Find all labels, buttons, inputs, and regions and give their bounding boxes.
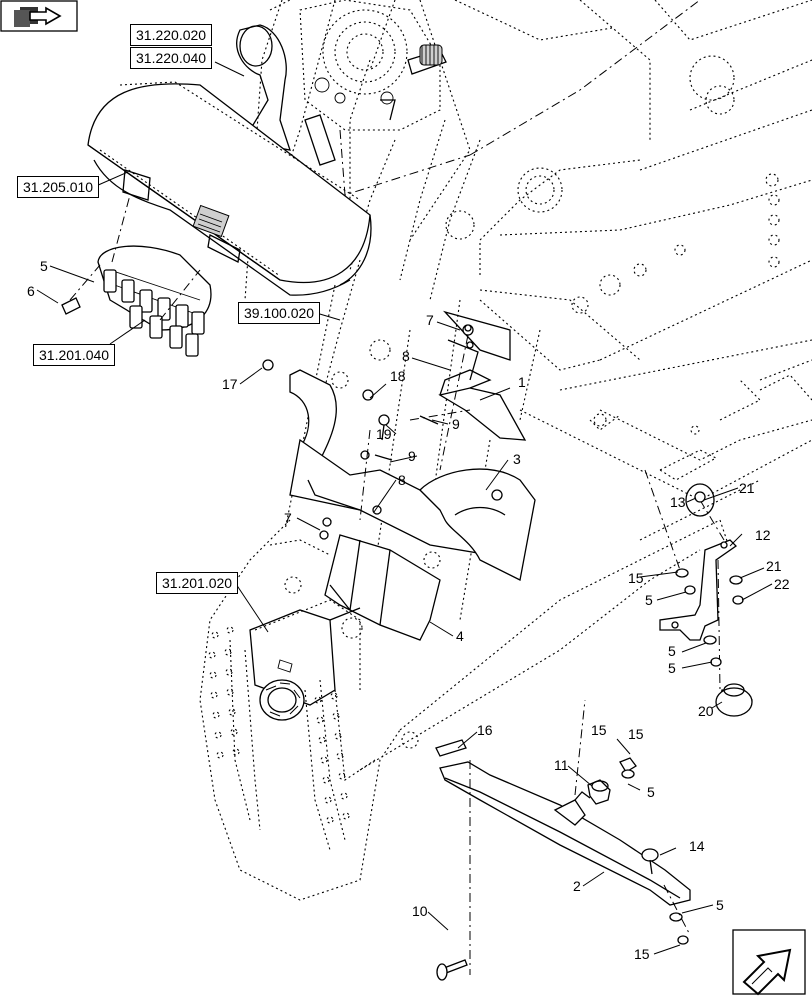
callout-9: 9 <box>408 448 416 464</box>
callout-18: 18 <box>390 368 406 384</box>
deflector-assembly <box>289 369 536 641</box>
callout-3: 3 <box>513 451 521 467</box>
ref-label-31-201-040[interactable]: 31.201.040 <box>33 344 116 366</box>
callout-12: 12 <box>755 527 771 543</box>
frame-hole-rows <box>208 626 350 824</box>
callout-11: 11 <box>554 757 569 773</box>
lower-arm <box>435 699 691 975</box>
callout-2: 2 <box>573 878 581 894</box>
callout-10: 10 <box>412 903 428 919</box>
callout-15: 15 <box>628 570 644 586</box>
callout-14: 14 <box>689 838 705 854</box>
small-fasteners <box>262 324 472 540</box>
callout-15: 5 <box>668 660 676 676</box>
next-page-arrow-icon[interactable] <box>732 929 806 996</box>
callout-13: 13 <box>670 494 686 510</box>
callout-1: 1 <box>518 374 526 390</box>
callout-5: 5 <box>716 897 724 913</box>
hub-bolts <box>103 269 205 357</box>
callout-15: 15 <box>628 726 644 742</box>
callout-4: 4 <box>456 628 464 644</box>
drum-bracket <box>233 24 291 151</box>
lower-frame-box <box>249 607 361 721</box>
ref-label-31-201-020[interactable]: 31.201.020 <box>156 572 239 594</box>
upper-shield-assembly <box>409 310 527 471</box>
callout-21: 21 <box>739 480 755 496</box>
frame-outline <box>199 0 812 901</box>
callout-15: 15 <box>634 946 650 962</box>
callout-15: 15 <box>591 722 607 738</box>
callout-19: 19 <box>376 426 392 442</box>
callout-7: 7 <box>426 312 434 328</box>
callout-8: 8 <box>398 472 406 488</box>
callout-5: 5 <box>645 592 653 608</box>
callout-16: 16 <box>477 722 493 738</box>
drum-hub <box>61 194 212 357</box>
long-bolt <box>436 959 468 981</box>
callout-22: 22 <box>774 576 790 592</box>
callout-8: 8 <box>402 348 410 364</box>
callout-5: 5 <box>647 784 655 800</box>
book-arrow-icon[interactable] <box>0 0 78 32</box>
frame-holes <box>284 55 780 749</box>
callout-7: 7 <box>284 510 292 526</box>
callout-21: 21 <box>766 558 782 574</box>
callout-5: 5 <box>668 643 676 659</box>
right-bracket <box>644 469 753 717</box>
callout-6: 6 <box>27 283 35 299</box>
ref-label-31-220-040[interactable]: 31.220.040 <box>130 47 213 69</box>
callout-9: 9 <box>452 416 460 432</box>
belt-drum <box>87 81 372 296</box>
ref-label-39-100-020[interactable]: 39.100.020 <box>238 302 321 324</box>
leader-lines <box>36 61 773 955</box>
ref-label-31-220-020[interactable]: 31.220.020 <box>130 24 213 46</box>
callout-5: 5 <box>40 258 48 274</box>
callout-20: 20 <box>698 703 714 719</box>
ref-label-31-205-010[interactable]: 31.205.010 <box>17 176 100 198</box>
gearbox <box>299 0 701 196</box>
callout-17: 17 <box>222 376 238 392</box>
